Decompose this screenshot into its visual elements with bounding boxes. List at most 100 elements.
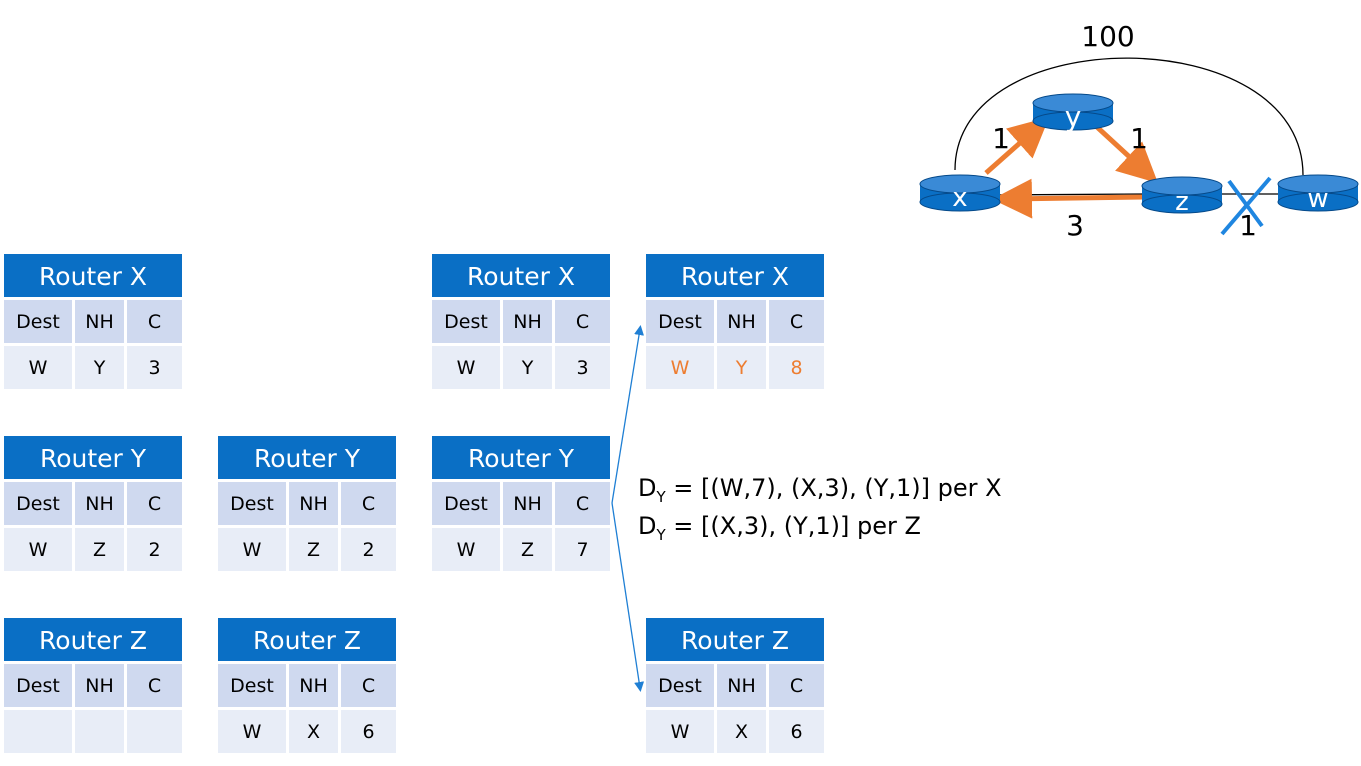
- table-cell: W: [28, 538, 48, 561]
- table-title: Router X: [432, 254, 610, 300]
- link-x-w: [954, 57, 1304, 176]
- path-y-to-z: [1095, 125, 1159, 184]
- table-cell: [124, 710, 182, 753]
- table-cell: 3: [552, 346, 610, 389]
- header-cell: C: [552, 482, 610, 525]
- table-cell: 8: [766, 346, 824, 389]
- header-cell: C: [766, 664, 824, 707]
- table-title: Router X: [4, 254, 182, 300]
- table-title: Router Z: [4, 618, 182, 664]
- router-x-node: x: [919, 174, 1001, 213]
- header-cell: C: [338, 482, 396, 525]
- header-cell: NH: [500, 300, 552, 343]
- cost-x-y: 1: [992, 122, 1010, 155]
- table-cell: 7: [552, 528, 610, 571]
- header-cell: NH: [714, 664, 766, 707]
- table-cell: X: [714, 710, 766, 753]
- svg-text:z: z: [1175, 187, 1189, 217]
- table-cell: X: [286, 710, 338, 753]
- table-cell: W: [456, 538, 476, 561]
- header-cell: C: [124, 664, 182, 707]
- table-cell: W: [28, 356, 48, 379]
- header-cell: Dest: [16, 492, 60, 515]
- router-y-node: y: [1032, 93, 1114, 133]
- table-cell: 2: [124, 528, 182, 571]
- table-row: [4, 707, 182, 753]
- table-cell: Y: [72, 346, 124, 389]
- header-cell: Dest: [444, 492, 488, 515]
- distance-vector-to-x: DY = [(W,7), (X,3), (Y,1)] per X: [638, 474, 1002, 506]
- cost-z-x: 3: [1066, 209, 1084, 242]
- table-cell: W: [242, 538, 262, 561]
- table-cell: [72, 710, 124, 753]
- table-cell: 6: [338, 710, 396, 753]
- header-cell: C: [552, 300, 610, 343]
- header-cell: C: [124, 300, 182, 343]
- table-title: Router Y: [218, 436, 396, 482]
- link-failure-mark: [1220, 176, 1272, 236]
- header-cell: C: [124, 482, 182, 525]
- header-cell: NH: [72, 664, 124, 707]
- table-cell: Z: [286, 528, 338, 571]
- update-arrow-to-x: [611, 325, 644, 504]
- path-z-to-x: [992, 178, 1144, 219]
- table-title: Router Z: [646, 618, 824, 664]
- header-cell: NH: [286, 482, 338, 525]
- svg-text:x: x: [952, 183, 967, 213]
- header-cell: NH: [72, 482, 124, 525]
- header-cell: C: [338, 664, 396, 707]
- table-title: Router Z: [218, 618, 396, 664]
- table-cell: Z: [500, 528, 552, 571]
- table-cell: W: [670, 720, 690, 743]
- update-arrow-to-z: [611, 502, 645, 692]
- cost-x-w: 100: [1081, 20, 1134, 53]
- table-cell: Y: [500, 346, 552, 389]
- header-cell: Dest: [658, 310, 702, 333]
- table-title: Router Y: [4, 436, 182, 482]
- table-cell: Y: [714, 346, 766, 389]
- table-cell: W: [456, 356, 476, 379]
- header-cell: Dest: [230, 492, 274, 515]
- header-cell: Dest: [16, 310, 60, 333]
- header-cell: Dest: [16, 674, 60, 697]
- table-title: Router X: [646, 254, 824, 300]
- header-cell: Dest: [658, 674, 702, 697]
- router-w-node: w: [1277, 174, 1359, 214]
- distance-vector-to-z: DY = [(X,3), (Y,1)] per Z: [638, 512, 921, 544]
- table-cell: 3: [124, 346, 182, 389]
- header-cell: Dest: [444, 310, 488, 333]
- header-cell: NH: [714, 300, 766, 343]
- path-x-to-y: [984, 117, 1050, 175]
- header-cell: NH: [72, 300, 124, 343]
- table-cell: 6: [766, 710, 824, 753]
- header-cell: NH: [500, 482, 552, 525]
- header-cell: NH: [286, 664, 338, 707]
- header-cell: C: [766, 300, 824, 343]
- svg-text:w: w: [1307, 184, 1328, 214]
- table-cell: W: [670, 356, 690, 379]
- cost-z-w: 1: [1239, 209, 1257, 242]
